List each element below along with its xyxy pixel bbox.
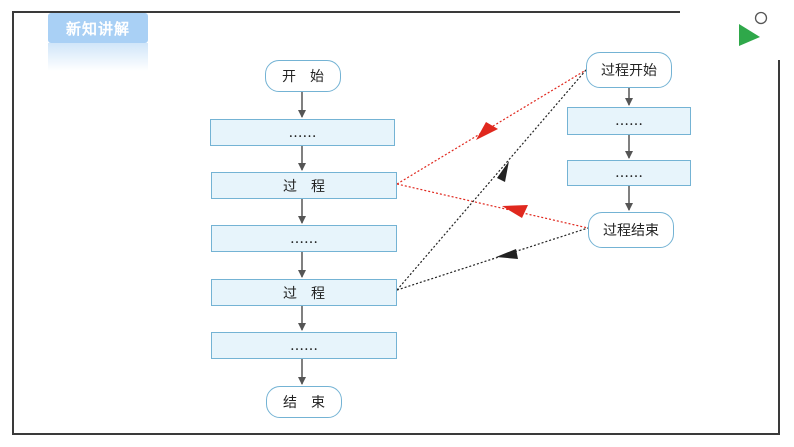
sub-start-node: 过程开始 xyxy=(586,52,672,88)
main-step-node-2: …… xyxy=(211,225,397,252)
return-line-1 xyxy=(396,183,589,229)
call-line-1 xyxy=(396,69,587,185)
call-arrowhead-2 xyxy=(497,161,509,182)
sub-end-node: 过程结束 xyxy=(588,212,674,248)
frame-left-border xyxy=(12,11,14,435)
call-line-2 xyxy=(396,69,587,291)
section-title-shadow xyxy=(48,43,148,71)
main-step-node-3: …… xyxy=(211,332,397,359)
main-process-node-2: 过 程 xyxy=(211,279,397,306)
main-step-node-1: …… xyxy=(210,119,395,146)
main-start-node: 开 始 xyxy=(265,60,341,92)
frame-right-border xyxy=(778,60,780,435)
play-triangle-icon[interactable] xyxy=(736,10,770,48)
main-end-node: 结 束 xyxy=(266,386,342,418)
frame-bottom-border xyxy=(12,433,780,435)
return-arrowhead-1 xyxy=(502,205,528,218)
sub-step-node-1: …… xyxy=(567,107,691,135)
section-title-badge: 新知讲解 xyxy=(48,13,148,43)
call-arrowhead-1 xyxy=(476,122,498,140)
return-arrowhead-2 xyxy=(496,249,518,259)
return-line-2 xyxy=(396,227,589,291)
main-process-node-1: 过 程 xyxy=(211,172,397,199)
frame-top-border xyxy=(12,11,680,13)
sub-step-node-2: …… xyxy=(567,160,691,186)
